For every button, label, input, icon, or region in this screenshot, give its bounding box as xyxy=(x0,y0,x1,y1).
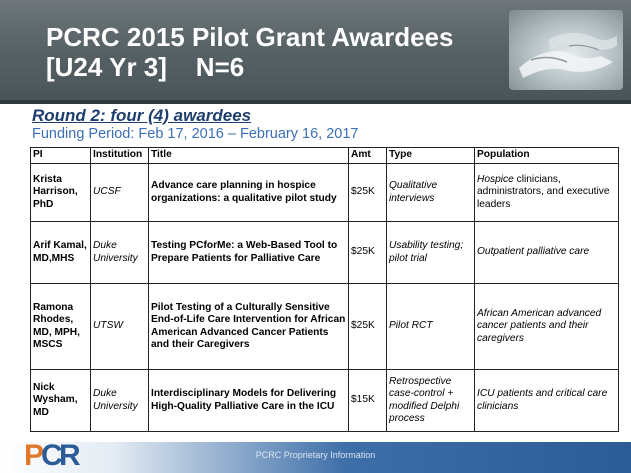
amount-cell: $25K xyxy=(348,283,387,370)
institution-cell: Duke University xyxy=(90,221,149,284)
amount-cell: $25K xyxy=(348,221,387,284)
table-header-row: PI Institution Title Amt Type Population xyxy=(30,147,619,164)
population-cell: Hospice clinicians, administrators, and … xyxy=(474,163,619,222)
title-cell: Advance care planning in hospice organiz… xyxy=(148,163,349,222)
population-cell: Outpatient palliative care xyxy=(474,221,619,284)
population-cell: ICU patients and critical care clinician… xyxy=(474,369,619,432)
pcrc-logo: P C R xyxy=(24,440,84,472)
round-heading: Round 2: four (4) awardees xyxy=(32,106,252,125)
table-row: Ramona Rhodes, MD, MPH, MSCS UTSW Pilot … xyxy=(30,283,619,370)
column-header-amt: Amt xyxy=(348,147,387,164)
hands-photo-icon xyxy=(509,10,623,90)
pi-cell: Krista Harrison, PhD xyxy=(30,163,91,222)
logo-letter-c: C xyxy=(41,439,63,472)
institution-cell: UCSF xyxy=(90,163,149,222)
population-emphasis: Hospice xyxy=(477,173,514,185)
title-cell: Testing PCforMe: a Web-Based Tool to Pre… xyxy=(148,221,349,284)
title-cell: Pilot Testing of a Culturally Sensitive … xyxy=(148,283,349,370)
column-header-pi: PI xyxy=(30,147,91,164)
institution-cell: Duke University xyxy=(90,369,149,432)
slide-title-line-2: [U24 Yr 3] N=6 xyxy=(46,52,245,82)
logo-letter-r: R xyxy=(59,439,81,472)
title-cell: Interdisciplinary Models for Delivering … xyxy=(148,369,349,432)
amount-cell: $15K xyxy=(348,369,387,432)
table-row: Nick Wysham, MD Duke University Interdis… xyxy=(30,369,619,432)
type-cell: Usability testing; pilot trial xyxy=(386,221,475,284)
logo-letter-p: P xyxy=(24,439,45,472)
footer-text: PCRC Proprietary Information xyxy=(255,450,376,460)
awardees-table: PI Institution Title Amt Type Population… xyxy=(30,147,619,432)
pi-cell: Ramona Rhodes, MD, MPH, MSCS xyxy=(30,283,91,370)
pi-cell: Arif Kamal, MD,MHS xyxy=(30,221,91,284)
title-divider xyxy=(0,100,631,104)
column-header-population: Population xyxy=(474,147,619,164)
type-cell: Qualitative interviews xyxy=(386,163,475,222)
table-row: Krista Harrison, PhD UCSF Advance care p… xyxy=(30,163,619,222)
title-bar: PCRC 2015 Pilot Grant Awardees [U24 Yr 3… xyxy=(0,0,631,100)
type-cell: Retrospective case-control + modified De… xyxy=(386,369,475,432)
population-cell: African American advanced cancer patient… xyxy=(474,283,619,370)
pi-cell: Nick Wysham, MD xyxy=(30,369,91,432)
population-text: clinicians, administrators, and executiv… xyxy=(477,173,610,210)
table-row: Arif Kamal, MD,MHS Duke University Testi… xyxy=(30,221,619,284)
type-cell: Pilot RCT xyxy=(386,283,475,370)
slide-title: PCRC 2015 Pilot Grant Awardees [U24 Yr 3… xyxy=(46,22,516,82)
column-header-title: Title xyxy=(148,147,349,164)
footer-bar xyxy=(0,442,631,473)
column-header-type: Type xyxy=(386,147,475,164)
institution-cell: UTSW xyxy=(90,283,149,370)
amount-cell: $25K xyxy=(348,163,387,222)
column-header-institution: Institution xyxy=(90,147,149,164)
slide-title-line-1: PCRC 2015 Pilot Grant Awardees xyxy=(46,22,454,52)
funding-period: Funding Period: Feb 17, 2016 – February … xyxy=(32,126,359,142)
